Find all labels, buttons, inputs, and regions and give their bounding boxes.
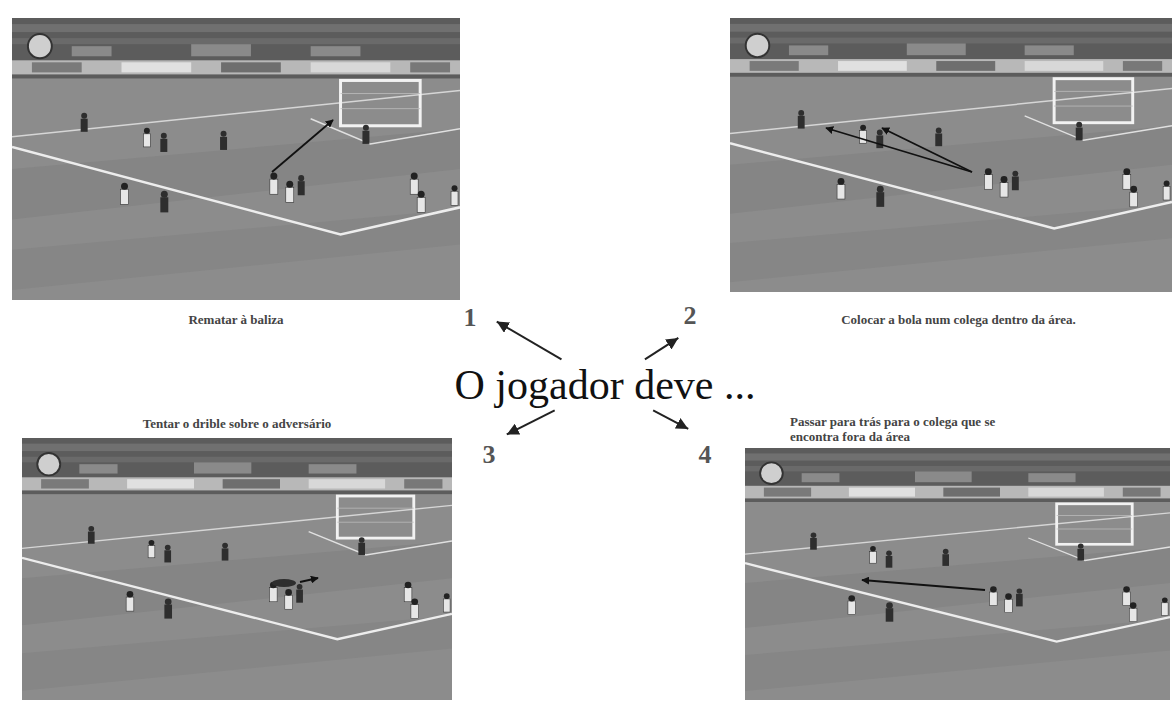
option-caption: Tentar o drible sobre o adversário <box>22 416 452 431</box>
choice-arrow <box>497 322 562 360</box>
choice-arrow <box>645 338 678 359</box>
photo-pass-back <box>745 448 1170 700</box>
callout-number: 3 <box>483 442 496 468</box>
play-arrows <box>272 120 985 590</box>
prompt-box: O jogador deve ... <box>451 361 760 409</box>
option-photo: Colocar a bola num colega dentro da área… <box>680 18 1172 340</box>
option-photo: Rematar à baliza <box>12 18 495 340</box>
callout-number: 4 <box>699 442 712 468</box>
choice-arrow <box>653 410 688 429</box>
photo-shot <box>12 18 460 300</box>
prompt-text: O jogador deve ... <box>455 362 756 408</box>
callout-number: 1 <box>464 305 477 331</box>
option-photo: Tentar o drible sobre o adversário <box>22 414 505 700</box>
option-caption: Colocar a bola num colega dentro da área… <box>745 312 1172 327</box>
fallen-player <box>272 579 296 587</box>
option-caption: Passar para trás para o colega que se en… <box>790 414 1026 444</box>
callout-number: 2 <box>684 303 697 329</box>
choice-arrow <box>507 410 555 434</box>
option-caption: Rematar à baliza <box>12 312 460 327</box>
photo-dribble <box>22 438 452 700</box>
option-photo: Passar para trás para o colega que se en… <box>690 414 1172 700</box>
photo-cross <box>730 18 1172 292</box>
